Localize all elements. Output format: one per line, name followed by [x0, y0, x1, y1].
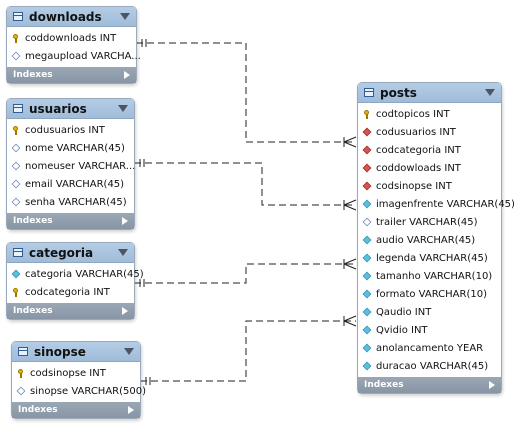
table-title: usuarios: [29, 101, 87, 116]
column-row[interactable]: audio VARCHAR(45): [358, 231, 501, 249]
column-row[interactable]: formato VARCHAR(10): [358, 285, 501, 303]
indexes-footer[interactable]: Indexes: [7, 213, 134, 229]
column-row[interactable]: codtopicos INT: [358, 105, 501, 123]
column-row[interactable]: email VARCHAR(45): [7, 175, 134, 193]
table-title: sinopse: [34, 344, 86, 359]
column-icon: [11, 197, 21, 207]
column-icon: [362, 289, 372, 299]
column-row[interactable]: imagenfrente VARCHAR(45): [358, 195, 515, 213]
table-header[interactable]: categoria: [7, 243, 134, 263]
column-row[interactable]: codcategoria INT: [358, 141, 501, 159]
primary-key-icon: [17, 369, 25, 378]
column-row[interactable]: duracao VARCHAR(45): [358, 357, 501, 375]
table-sinopse[interactable]: sinopse codsinopse INT sinopse VARCHAR(5…: [11, 341, 146, 419]
column-row[interactable]: codsinopse INT: [358, 177, 501, 195]
column-icon: [362, 253, 372, 263]
column-icon: [11, 143, 21, 153]
table-posts[interactable]: posts codtopicos INT codusuarios INT cod…: [357, 82, 515, 394]
column-icon: [11, 179, 21, 189]
primary-key-icon: [12, 34, 20, 43]
table-header[interactable]: posts: [358, 83, 501, 103]
table-icon: [13, 248, 23, 257]
expand-icon[interactable]: [489, 381, 495, 389]
column-icon: [362, 325, 372, 335]
column-row[interactable]: coddownloads INT: [7, 29, 136, 47]
table-icon: [13, 12, 23, 21]
column-row[interactable]: nomeuser VARCHAR...: [7, 157, 135, 175]
expand-icon[interactable]: [128, 406, 134, 414]
column-row[interactable]: codusuarios INT: [7, 121, 134, 139]
column-icon: [11, 269, 21, 279]
collapse-icon[interactable]: [118, 249, 128, 256]
indexes-footer[interactable]: Indexes: [12, 402, 140, 418]
column-icon: [362, 343, 372, 353]
rel-usuarios-posts: [134, 162, 356, 206]
indexes-footer[interactable]: Indexes: [358, 377, 501, 393]
column-icon: [362, 271, 372, 281]
expand-icon[interactable]: [124, 71, 130, 79]
column-icon: [11, 161, 21, 171]
table-title: categoria: [29, 245, 94, 260]
table-downloads[interactable]: downloads coddownloads INT megaupload VA…: [6, 6, 141, 84]
primary-key-icon: [12, 126, 20, 135]
column-row[interactable]: coddowloads INT: [358, 159, 501, 177]
column-row[interactable]: categoria VARCHAR(45): [7, 265, 144, 283]
table-usuarios[interactable]: usuarios codusuarios INT nome VARCHAR(45…: [6, 98, 135, 230]
column-row[interactable]: sinopse VARCHAR(500): [12, 382, 146, 400]
column-icon: [362, 361, 372, 371]
indexes-footer[interactable]: Indexes: [7, 67, 136, 83]
foreign-key-icon: [362, 181, 372, 191]
column-icon: [11, 51, 21, 61]
column-row[interactable]: trailer VARCHAR(45): [358, 213, 501, 231]
table-header[interactable]: downloads: [7, 7, 136, 27]
table-icon: [18, 347, 28, 356]
collapse-icon[interactable]: [124, 348, 134, 355]
primary-key-icon: [12, 288, 20, 297]
column-row[interactable]: megaupload VARCHA...: [7, 47, 141, 65]
column-row[interactable]: Qaudio INT: [358, 303, 501, 321]
column-row[interactable]: nome VARCHAR(45): [7, 139, 134, 157]
column-row[interactable]: tamanho VARCHAR(10): [358, 267, 501, 285]
expand-icon[interactable]: [122, 217, 128, 225]
foreign-key-icon: [362, 163, 372, 173]
foreign-key-icon: [362, 127, 372, 137]
foreign-key-icon: [362, 145, 372, 155]
column-row[interactable]: Qvidio INT: [358, 321, 501, 339]
column-icon: [362, 217, 372, 227]
column-row[interactable]: codusuarios INT: [358, 123, 501, 141]
table-title: downloads: [29, 9, 102, 24]
column-row[interactable]: legenda VARCHAR(45): [358, 249, 501, 267]
collapse-icon[interactable]: [118, 105, 128, 112]
rel-categoria-posts: [134, 263, 356, 284]
table-header[interactable]: usuarios: [7, 99, 134, 119]
column-row[interactable]: codsinopse INT: [12, 364, 140, 382]
rel-sinopse-posts: [140, 320, 356, 382]
table-header[interactable]: sinopse: [12, 342, 140, 362]
rel-downloads-posts: [136, 42, 356, 143]
column-icon: [362, 235, 372, 245]
column-icon: [362, 307, 372, 317]
table-categoria[interactable]: categoria categoria VARCHAR(45) codcateg…: [6, 242, 144, 320]
column-row[interactable]: codcategoria INT: [7, 283, 134, 301]
indexes-footer[interactable]: Indexes: [7, 303, 134, 319]
column-row[interactable]: anolancamento YEAR: [358, 339, 501, 357]
column-row[interactable]: senha VARCHAR(45): [7, 193, 134, 211]
collapse-icon[interactable]: [485, 89, 495, 96]
table-title: posts: [380, 85, 417, 100]
table-icon: [13, 104, 23, 113]
collapse-icon[interactable]: [120, 13, 130, 20]
table-icon: [364, 88, 374, 97]
column-icon: [16, 386, 26, 396]
column-icon: [362, 199, 372, 209]
expand-icon[interactable]: [122, 307, 128, 315]
primary-key-icon: [363, 110, 371, 119]
